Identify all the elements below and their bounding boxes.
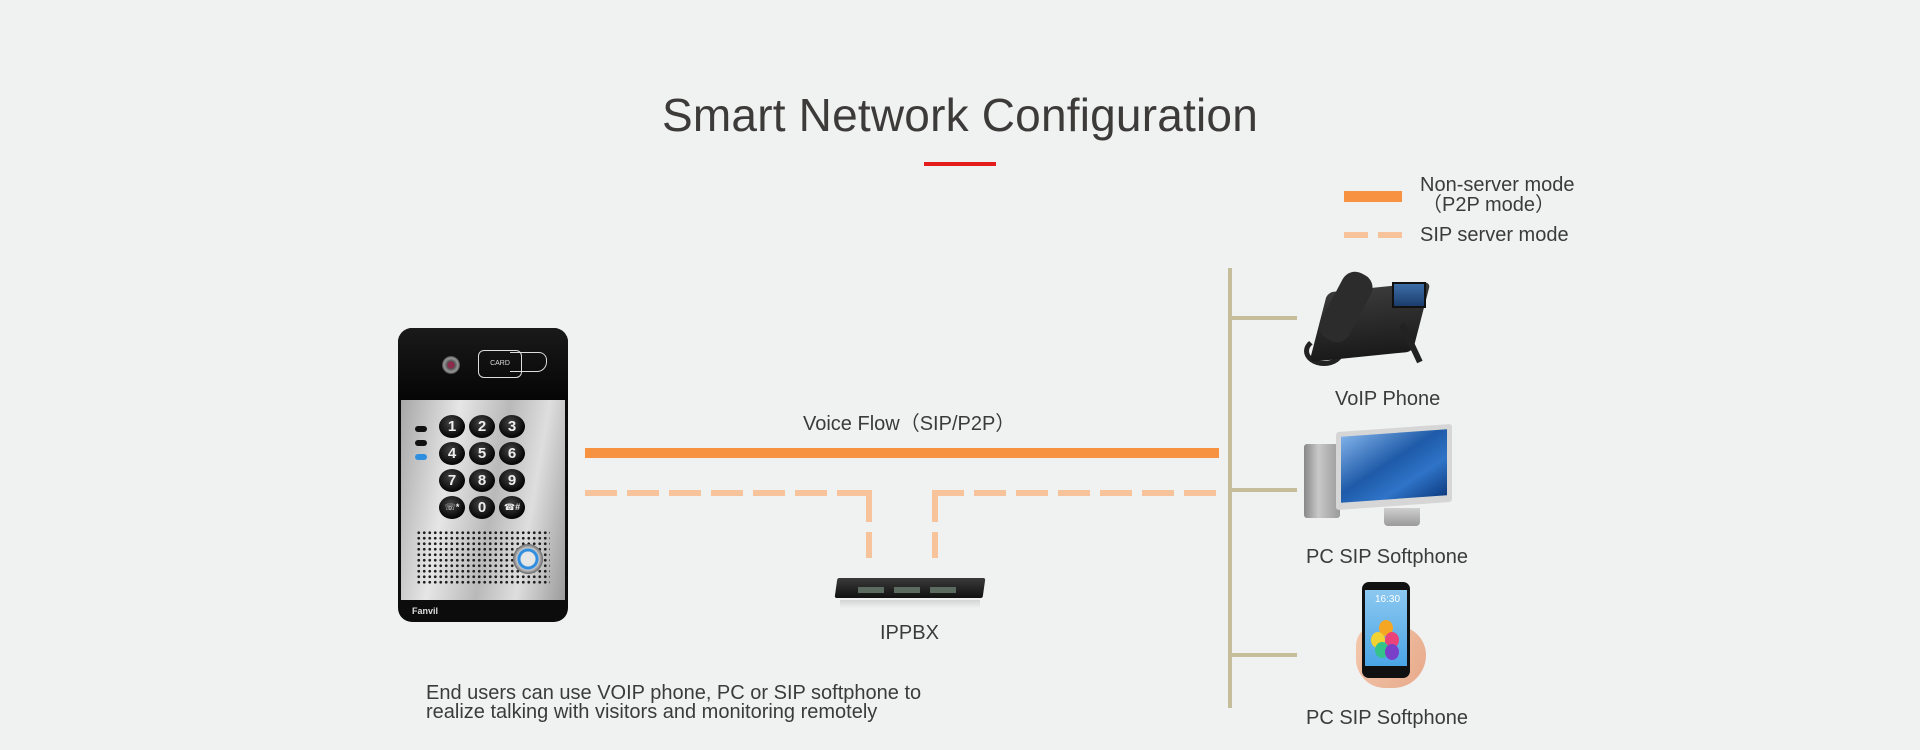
desktop-computer-icon: [1304, 423, 1454, 534]
card-reader-icon: CARD: [478, 350, 522, 378]
door-intercom-top-panel: CARD: [398, 328, 568, 400]
sip-dash-segment: [627, 490, 659, 496]
sip-dash-segment: [974, 490, 1006, 496]
bus-branch-voip: [1232, 316, 1297, 320]
sip-dash-segment: [932, 490, 964, 496]
pc-softphone-label: PC SIP Softphone: [1306, 546, 1468, 568]
p2p-connection-line: [585, 448, 1219, 458]
sip-dash-segment: [1016, 490, 1048, 496]
keypad-key: 7: [439, 469, 465, 492]
description-line-1: End users can use VOIP phone, PC or SIP …: [426, 682, 922, 704]
sip-dash-segment: [585, 490, 617, 496]
page-title: Smart Network Configuration: [662, 89, 1258, 141]
keypad-key: 4: [439, 442, 465, 465]
legend-sip-label: SIP server mode: [1420, 224, 1569, 246]
sip-dash-segment: [932, 532, 938, 558]
sip-dash-segment: [866, 532, 872, 558]
voice-flow-label: Voice Flow（SIP/P2P）: [803, 413, 1016, 435]
sip-dash-segment: [837, 490, 869, 496]
keypad-hangup-key: ☎#: [499, 496, 525, 519]
sip-dash-segment: [932, 490, 938, 522]
sip-dash-segment: [866, 490, 872, 522]
ippbx-label: IPPBX: [880, 622, 939, 644]
keypad-key: 6: [499, 442, 525, 465]
keypad-key: 5: [469, 442, 495, 465]
door-intercom-keypad-panel: 1 2 3 4 5 6 7 8 9 ☏* 0 ☎#: [401, 400, 565, 600]
status-led-icon: [415, 426, 427, 432]
bus-branch-mobile: [1232, 653, 1297, 657]
legend-p2p-label: Non-server mode: [1420, 174, 1575, 196]
legend-p2p-sublabel: （P2P mode）: [1422, 194, 1556, 216]
sip-dash-segment: [1184, 490, 1216, 496]
keypad-key: 3: [499, 415, 525, 438]
keypad-key: 1: [439, 415, 465, 438]
keypad-key: 9: [499, 469, 525, 492]
bus-branch-pc: [1232, 488, 1297, 492]
phone-clock: 16:30: [1375, 594, 1401, 605]
ippbx-server-icon: [834, 574, 986, 608]
keypad-call-key: ☏*: [439, 496, 465, 519]
sip-dash-segment: [1058, 490, 1090, 496]
sip-dash-segment: [795, 490, 827, 496]
description-line-2: realize talking with visitors and monito…: [426, 701, 878, 723]
door-intercom-device: CARD 1 2 3 4 5 6 7 8 9 ☏* 0 ☎# Fanvil: [398, 328, 568, 622]
doorbell-button-icon: [513, 544, 543, 574]
brand-logo: Fanvil: [412, 606, 439, 616]
sip-dash-segment: [1142, 490, 1174, 496]
sip-dash-segment: [1100, 490, 1132, 496]
voip-desk-phone-icon: [1300, 262, 1440, 370]
mobile-softphone-label: PC SIP Softphone: [1306, 707, 1468, 729]
camera-icon: [442, 356, 460, 374]
legend-solid-line-swatch: [1344, 191, 1402, 202]
description-text: End users can use VOIP phone, PC or SIP …: [426, 682, 922, 723]
status-led-active-icon: [415, 454, 427, 460]
keypad-key: 0: [469, 496, 495, 519]
smartphone-in-hand-icon: 16:30: [1354, 582, 1434, 694]
status-led-icon: [415, 440, 427, 446]
legend-dash-swatch-2: [1378, 232, 1402, 238]
legend-dash-swatch-1: [1344, 232, 1368, 238]
keypad-key: 2: [469, 415, 495, 438]
sip-dash-segment: [669, 490, 701, 496]
network-bus-line: [1228, 268, 1232, 708]
sip-dash-segment: [753, 490, 785, 496]
voip-phone-label: VoIP Phone: [1335, 388, 1441, 410]
hand-icon: [510, 352, 547, 372]
sip-dash-segment: [711, 490, 743, 496]
keypad-key: 8: [469, 469, 495, 492]
title-underline: [924, 162, 996, 166]
